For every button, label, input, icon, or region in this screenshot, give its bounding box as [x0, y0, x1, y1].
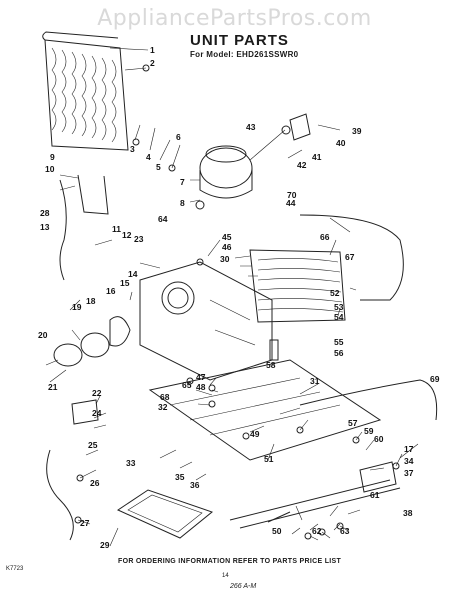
- ordering-info-note: FOR ORDERING INFORMATION REFER TO PARTS …: [118, 558, 342, 565]
- callout-43: 43: [246, 122, 256, 132]
- callout-39: 39: [352, 126, 362, 136]
- diagram-title: UNIT PARTS: [190, 32, 289, 49]
- callout-33: 33: [126, 458, 136, 468]
- callout-53: 53: [334, 302, 344, 312]
- callout-3: 3: [130, 144, 135, 154]
- power-cord: [46, 449, 74, 541]
- model-line: For Model: EHD261SSWR0: [190, 50, 299, 59]
- suction-line: [299, 214, 404, 301]
- callout-50: 50: [272, 526, 282, 536]
- callout-29: 29: [100, 540, 110, 550]
- callout-54: 54: [334, 312, 344, 322]
- callout-17: 17: [404, 444, 414, 454]
- overload-protector: [289, 113, 311, 141]
- wire-harness-right: [299, 379, 438, 421]
- callout-14: 14: [128, 269, 138, 279]
- callout-10: 10: [45, 164, 55, 174]
- callout-37: 37: [404, 468, 414, 478]
- condenser-coil: [42, 31, 129, 151]
- callout-60: 60: [374, 434, 384, 444]
- callout-69: 69: [430, 374, 440, 384]
- callout-38: 38: [403, 508, 413, 518]
- page-code: K7723: [6, 566, 24, 572]
- callout-9: 9: [50, 152, 55, 162]
- callout-18: 18: [86, 296, 96, 306]
- callout-8: 8: [180, 198, 185, 208]
- callout-7: 7: [180, 177, 185, 187]
- page-number: 14: [222, 573, 229, 579]
- callout-67: 67: [345, 252, 355, 262]
- heater-bracket: [77, 174, 109, 215]
- callout-48: 48: [196, 382, 206, 392]
- callout-52: 52: [330, 288, 340, 298]
- callout-49: 49: [250, 429, 260, 439]
- condenser-fan: [53, 316, 131, 367]
- callout-22: 22: [92, 388, 102, 398]
- callout-27: 27: [80, 518, 90, 528]
- callout-51: 51: [264, 454, 274, 464]
- callout-35: 35: [175, 472, 185, 482]
- callout-31: 31: [310, 376, 320, 386]
- callout-5: 5: [156, 162, 161, 172]
- callout-28: 28: [40, 208, 50, 218]
- callout-25: 25: [88, 440, 98, 450]
- callout-47: 47: [196, 372, 206, 382]
- callout-44: 44: [286, 198, 296, 208]
- relay: [71, 399, 99, 425]
- callout-58: 58: [266, 360, 276, 370]
- callout-4: 4: [146, 152, 151, 162]
- hardware-fasteners: [74, 64, 400, 540]
- machine-compartment-base: [139, 261, 273, 381]
- callout-26: 26: [90, 478, 100, 488]
- callout-64: 64: [158, 214, 168, 224]
- callout-32: 32: [158, 402, 168, 412]
- evaporator-coil: [249, 249, 346, 323]
- callout-45: 45: [222, 232, 232, 242]
- callout-6: 6: [176, 132, 181, 142]
- callout-65: 65: [182, 380, 192, 390]
- callout-16: 16: [106, 286, 116, 296]
- callout-61: 61: [370, 490, 380, 500]
- capillary-tube: [267, 511, 291, 523]
- fitting: [269, 339, 279, 361]
- callout-23: 23: [134, 234, 144, 244]
- callout-63: 63: [340, 526, 350, 536]
- callout-56: 56: [334, 348, 344, 358]
- compressor: [199, 145, 253, 199]
- callout-62: 62: [312, 526, 322, 536]
- callout-41: 41: [312, 152, 322, 162]
- callout-55: 55: [334, 337, 344, 347]
- callout-66: 66: [320, 232, 330, 242]
- callout-numbers: 1 2 3 4 5 6 7 8 9 10 11 12 13 14 15 16 1…: [38, 45, 440, 550]
- callout-19: 19: [72, 302, 82, 312]
- callout-21: 21: [48, 382, 58, 392]
- callout-13: 13: [40, 222, 50, 232]
- start-relay: [359, 461, 397, 493]
- stamp-text: 266 A-M: [230, 583, 257, 590]
- callout-57: 57: [348, 418, 358, 428]
- callout-24: 24: [92, 408, 102, 418]
- callout-42: 42: [297, 160, 307, 170]
- callout-59: 59: [364, 426, 374, 436]
- watermark: AppliancePartsPros.com: [97, 6, 372, 31]
- callout-2: 2: [150, 58, 155, 68]
- wire-harness-left: [59, 179, 67, 281]
- callout-20: 20: [38, 330, 48, 340]
- callout-30: 30: [220, 254, 230, 264]
- drain-pan: [116, 489, 214, 539]
- callout-46: 46: [222, 242, 232, 252]
- callout-12: 12: [122, 230, 132, 240]
- callout-1: 1: [150, 45, 155, 55]
- leader-lines: [45, 47, 419, 547]
- callout-15: 15: [120, 278, 130, 288]
- callout-68: 68: [160, 392, 170, 402]
- callout-40: 40: [336, 138, 346, 148]
- callout-36: 36: [190, 480, 200, 490]
- callout-70: 70: [287, 190, 297, 200]
- callout-11: 11: [112, 224, 121, 234]
- callout-34: 34: [404, 456, 414, 466]
